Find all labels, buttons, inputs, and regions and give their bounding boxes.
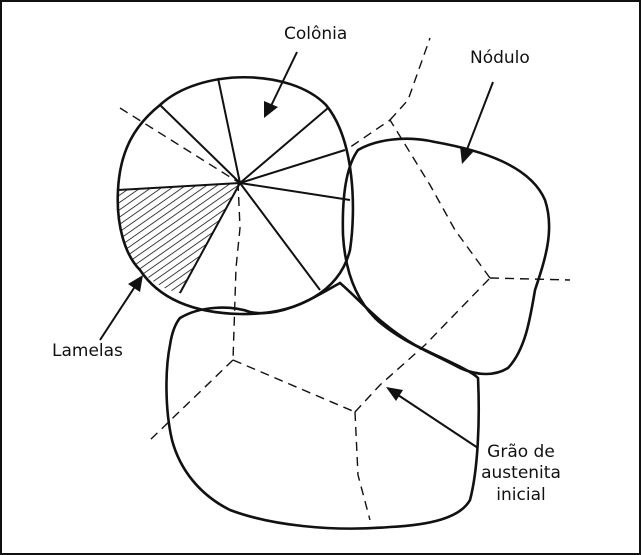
nodulo-arrow	[460, 81, 494, 164]
colonia-arrow	[264, 51, 298, 118]
colony-nodule	[116, 76, 355, 316]
lamelas-hatched-region	[118, 183, 240, 293]
right-nodule-outline	[341, 137, 551, 376]
label-colonia: Colônia	[284, 24, 348, 44]
label-grao-de-austenita-inicial: Grão de austenita inicial	[476, 442, 566, 506]
label-lamelas: Lamelas	[52, 341, 123, 361]
annotation-arrows	[99, 51, 494, 449]
label-nodulo: Nódulo	[470, 48, 530, 68]
bottom-nodule-outline	[165, 281, 481, 530]
label-grao-line-2: austenita	[481, 463, 561, 484]
austenite-grain-boundaries	[119, 37, 571, 521]
grao-arrow	[386, 387, 479, 449]
label-grao-line-1: Grão de	[487, 442, 555, 462]
label-grao-line-3: inicial	[496, 484, 546, 505]
lamelas-arrow	[99, 275, 143, 341]
colony-lamella-lines	[117, 77, 351, 294]
